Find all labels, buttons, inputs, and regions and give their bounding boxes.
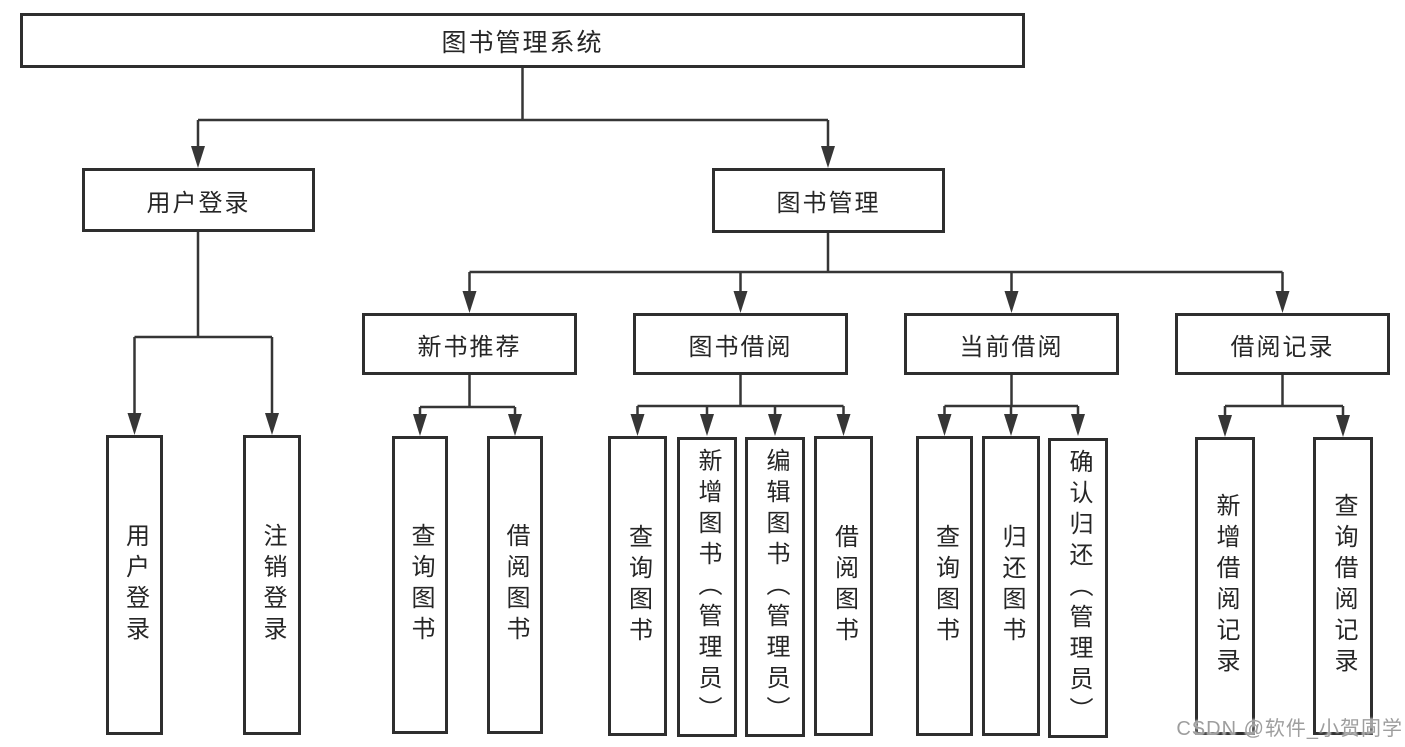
leaf-cb-confirm-return-admin-label: 确认归还（管理员） <box>1065 448 1092 728</box>
leaf-nb-borrow-books: 借阅图书 <box>487 436 543 734</box>
leaf-cb-query-books-label: 查询图书 <box>931 524 959 648</box>
arrowhead <box>1218 415 1232 437</box>
leaf-bb-add-books-admin-label: 新增图书（管理员） <box>694 447 721 727</box>
leaf-br-add-record-label: 新增借阅记录 <box>1212 493 1239 679</box>
arrowhead <box>700 414 714 436</box>
leaf-cb-confirm-return-admin: 确认归还（管理员） <box>1048 438 1108 738</box>
node-book-borrowing-label: 图书借阅 <box>688 333 793 361</box>
arrowhead <box>768 414 782 436</box>
leaf-nb-query-books-label: 查询图书 <box>407 523 434 647</box>
node-book-management: 图书管理 <box>712 168 945 233</box>
node-new-book-recommend: 新书推荐 <box>362 313 577 375</box>
leaf-bb-query-books: 查询图书 <box>608 436 667 736</box>
arrowhead <box>413 414 427 436</box>
arrowhead <box>508 414 522 436</box>
leaf-cb-query-books: 查询图书 <box>916 436 973 736</box>
node-root: 图书管理系统 <box>20 13 1025 68</box>
node-current-borrowing: 当前借阅 <box>904 313 1119 375</box>
connector-newbook-to-leaves <box>418 375 517 415</box>
node-current-borrowing-label: 当前借阅 <box>959 333 1064 361</box>
node-new-book-recommend-label: 新书推荐 <box>417 333 522 361</box>
leaf-user-login: 用户登录 <box>106 435 163 735</box>
leaf-bb-borrow-books-label: 借阅图书 <box>830 524 858 648</box>
leaf-bb-add-books-admin: 新增图书（管理员） <box>677 437 737 737</box>
leaf-user-login-label: 用户登录 <box>121 523 149 647</box>
arrowhead <box>937 414 952 436</box>
leaf-nb-borrow-books-label: 借阅图书 <box>502 523 529 647</box>
arrowhead <box>462 291 477 313</box>
arrowhead <box>265 413 279 435</box>
arrowhead <box>1336 415 1350 437</box>
leaf-bb-edit-books-admin-label: 编辑图书（管理员） <box>762 447 789 727</box>
connector-root-to-level1 <box>196 68 830 147</box>
node-root-label: 图书管理系统 <box>441 28 604 57</box>
node-user-login-label: 用户登录 <box>146 189 251 217</box>
connector-userlogin-to-leaves <box>133 232 274 414</box>
leaf-logout: 注销登录 <box>243 435 301 735</box>
arrowhead <box>733 291 748 313</box>
arrowhead <box>127 413 142 435</box>
node-book-management-label: 图书管理 <box>776 190 881 217</box>
node-user-login: 用户登录 <box>82 168 315 232</box>
leaf-br-add-record: 新增借阅记录 <box>1195 437 1255 735</box>
leaf-logout-label: 注销登录 <box>259 523 286 647</box>
leaf-cb-return-books: 归还图书 <box>982 436 1040 736</box>
node-borrowing-records: 借阅记录 <box>1175 313 1390 375</box>
arrowhead <box>1275 291 1290 313</box>
arrowhead <box>630 414 645 436</box>
arrowhead <box>821 146 835 168</box>
connector-records-to-leaves <box>1223 375 1345 416</box>
leaf-br-query-record-label: 查询借阅记录 <box>1330 493 1357 679</box>
node-borrowing-records-label: 借阅记录 <box>1230 333 1335 361</box>
connector-borrowing-to-leaves <box>636 375 845 415</box>
arrowhead <box>1004 291 1019 313</box>
arrowhead <box>191 146 205 168</box>
leaf-br-query-record: 查询借阅记录 <box>1313 437 1373 735</box>
leaf-bb-borrow-books: 借阅图书 <box>814 436 873 736</box>
leaf-bb-query-books-label: 查询图书 <box>624 524 652 648</box>
leaf-nb-query-books: 查询图书 <box>392 436 448 734</box>
arrowhead <box>1071 414 1085 436</box>
leaf-cb-return-books-label: 归还图书 <box>998 524 1025 648</box>
leaf-bb-edit-books-admin: 编辑图书（管理员） <box>745 437 805 737</box>
csdn-watermark: CSDN @软件_小贺同学 <box>1176 718 1403 740</box>
node-book-borrowing: 图书借阅 <box>633 313 848 375</box>
arrowhead <box>836 414 851 436</box>
arrowhead <box>1004 414 1018 436</box>
connector-bookmgmt-to-level2 <box>468 233 1284 292</box>
connector-current-to-leaves <box>943 375 1080 415</box>
